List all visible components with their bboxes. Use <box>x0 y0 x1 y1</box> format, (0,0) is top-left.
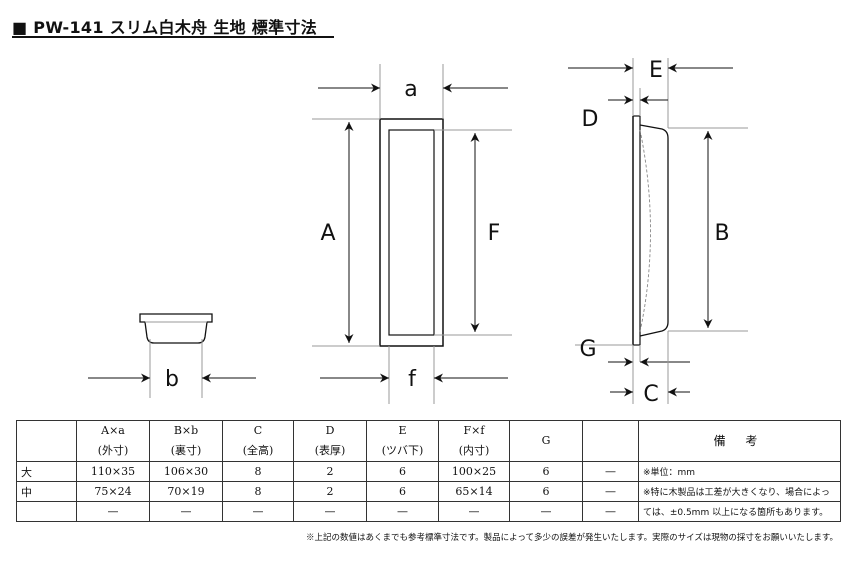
table-cell: 2 <box>293 461 367 482</box>
dimension-drawing: b a A F f <box>88 58 748 407</box>
side-profile-view: b <box>88 313 256 398</box>
header-cell <box>16 420 77 462</box>
table-cell: — <box>366 501 439 522</box>
table-cell: 75×24 <box>76 481 150 502</box>
table-row: 大 110×35 106×30 8 2 6 100×25 6 — ※単位：mm <box>16 461 841 482</box>
label-A: A <box>320 221 335 246</box>
row-label: 大 <box>16 461 77 482</box>
table-cell: 106×30 <box>149 461 223 482</box>
label-E: E <box>649 58 663 83</box>
table-cell: — <box>509 501 583 522</box>
label-b: b <box>165 367 179 392</box>
label-a: a <box>404 77 417 102</box>
row-label <box>16 501 77 522</box>
table-cell: 8 <box>222 461 294 482</box>
table-cell: — <box>438 501 510 522</box>
table-cell: 6 <box>366 461 439 482</box>
table-row: — — — — — — — — ては、±0.5mm 以上になる箇所もあります。 <box>16 501 841 522</box>
table-cell: — <box>76 501 150 522</box>
table-row: 中 75×24 70×19 8 2 6 65×14 6 — ※特に木製品は工差が… <box>16 481 841 502</box>
remarks-header: 備 考 <box>638 420 841 462</box>
header-cell: D(表厚) <box>293 420 367 462</box>
label-C: C <box>643 382 658 407</box>
table-cell: 110×35 <box>76 461 150 482</box>
table-cell: — <box>222 501 294 522</box>
label-B: B <box>714 221 729 246</box>
header-cell: G <box>509 420 583 462</box>
table-header-row: A×a(外寸) B×b(裏寸) C(全高) D(表厚) E(ツバ下) F×f(内… <box>16 420 841 462</box>
label-G: G <box>579 337 596 362</box>
remark-note-2: ては、±0.5mm 以上になる箇所もあります。 <box>638 501 841 522</box>
label-F: F <box>488 221 501 246</box>
table-cell: 6 <box>509 461 583 482</box>
table-cell: — <box>582 461 639 482</box>
page-title: ■ PW-141 スリム白木舟 生地 標準寸法 <box>12 18 317 37</box>
label-f: f <box>408 367 417 392</box>
table-cell: 6 <box>509 481 583 502</box>
header-cell: F×f(内寸) <box>438 420 510 462</box>
remark-note-1: ※特に木製品は工差が大きくなり、場合によっ <box>638 481 841 502</box>
table-cell: — <box>582 481 639 502</box>
table-cell: 65×14 <box>438 481 510 502</box>
table-cell: — <box>149 501 223 522</box>
table-cell: — <box>293 501 367 522</box>
table-cell: 100×25 <box>438 461 510 482</box>
top-view: a A F f <box>312 64 512 404</box>
row-label: 中 <box>16 481 77 502</box>
header-cell: E(ツバ下) <box>366 420 439 462</box>
table-cell: 8 <box>222 481 294 502</box>
table-cell: — <box>582 501 639 522</box>
remark-unit: ※単位：mm <box>638 461 841 482</box>
side-section-view: E D B G C <box>568 58 748 407</box>
header-cell: A×a(外寸) <box>76 420 150 462</box>
footnote: ※上記の数値はあくまでも参考標準寸法です。製品によって多少の誤差が発生いたします… <box>305 533 838 543</box>
label-D: D <box>582 107 599 132</box>
spec-table: A×a(外寸) B×b(裏寸) C(全高) D(表厚) E(ツバ下) F×f(内… <box>16 420 841 522</box>
table-cell: 6 <box>366 481 439 502</box>
header-cell: C(全高) <box>222 420 294 462</box>
table-cell: 2 <box>293 481 367 502</box>
table-cell: 70×19 <box>149 481 223 502</box>
header-cell <box>582 420 639 462</box>
title-underline <box>12 36 334 38</box>
header-cell: B×b(裏寸) <box>149 420 223 462</box>
